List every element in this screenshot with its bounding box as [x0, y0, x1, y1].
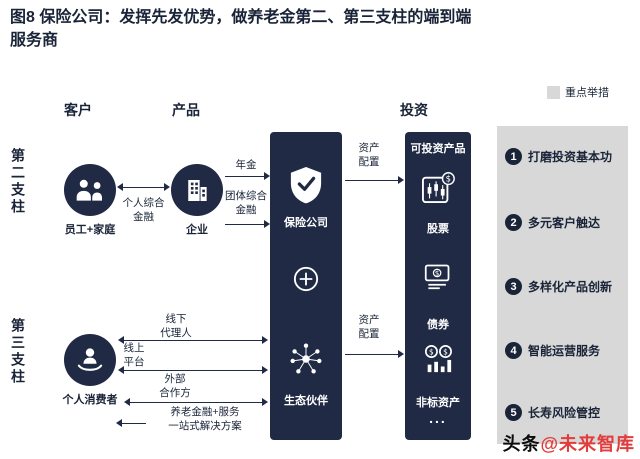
initiative-number-badge: 1 — [505, 148, 522, 165]
watermark-handle: @未来智库 — [540, 434, 635, 454]
flow-label-one-stop-solution: 养老金融+服务 一站式解决方案 — [168, 406, 242, 432]
investable-products-header: 可投资产品 — [410, 143, 466, 155]
svg-text:$: $ — [429, 347, 434, 356]
flow-label-annuity: 年金 — [235, 159, 257, 171]
initiative-number-badge: 3 — [505, 278, 522, 295]
node-label-consumer: 个人消费者 — [62, 394, 118, 406]
figure-title: 图8 保险公司：发挥先发优势，做养老金第二、第三支柱的端到端 服务商 — [10, 9, 472, 50]
watermark-source: 头条 — [502, 434, 541, 454]
node-label-more: ... — [429, 410, 447, 426]
node-label-ecosystem: 生态伙伴 — [284, 395, 328, 407]
arrow-one-stop-solution — [116, 419, 146, 428]
shield-icon — [290, 167, 322, 204]
panel-key-initiatives: 1 打磨投资基本功 2 多元客户触达 3 多样化产品创新 4 智能运营服务 5 … — [497, 126, 628, 444]
legend: 重点举措 — [547, 84, 609, 100]
initiative-item-5: 5 长寿风险管控 — [505, 404, 600, 421]
flow-label-offline-agent: 线下 代理人 — [160, 313, 192, 339]
people-icon — [76, 179, 102, 201]
panel-investable-products: 可投资产品 $ 股票 $ 债券 — [405, 132, 471, 440]
initiative-label: 智能运营服务 — [528, 344, 601, 358]
person-hand-icon — [77, 348, 103, 371]
node-label-stocks: 股票 — [427, 223, 449, 235]
initiative-label: 多元客户触达 — [528, 216, 601, 230]
flow-label-online-platform: 线上 平台 — [123, 342, 145, 368]
node-consumer — [64, 334, 116, 386]
node-label-insurer: 保险公司 — [284, 217, 328, 229]
node-employees-families — [64, 164, 116, 216]
initiative-item-2: 2 多元客户触达 — [505, 214, 600, 231]
initiative-number-badge: 4 — [505, 342, 522, 359]
arrow-asset-allocation-top — [345, 176, 404, 185]
plus-icon — [293, 266, 319, 292]
flow-label-group-finance: 团体综合 金融 — [225, 190, 267, 216]
flow-label-personal-finance: 个人综合 金融 — [122, 197, 165, 223]
coins-icon: $ $ — [424, 345, 452, 373]
node-label-nonstandard-assets: 非标资产 — [416, 397, 460, 409]
legend-label: 重点举措 — [565, 87, 609, 99]
arrow-personal-finance — [117, 183, 170, 192]
network-icon — [290, 343, 322, 374]
column-header-products: 产品 — [172, 102, 200, 118]
arrow-group-finance — [225, 220, 270, 229]
column-header-customers: 客户 — [64, 102, 92, 118]
initiative-number-badge: 2 — [505, 214, 522, 231]
arrow-online-platform — [118, 366, 268, 375]
initiative-label: 多样化产品创新 — [528, 280, 613, 294]
building-icon — [188, 179, 207, 201]
initiative-label: 打磨投资基本功 — [528, 150, 613, 164]
svg-text:$: $ — [446, 173, 451, 183]
column-header-investment: 投资 — [400, 102, 428, 118]
node-label-employees: 员工+家庭 — [64, 224, 116, 236]
svg-text:$: $ — [443, 347, 448, 356]
pillar-second-label: 第二支柱 — [10, 148, 26, 216]
arrow-external-partner — [124, 398, 268, 407]
bond-icon: $ — [424, 264, 450, 290]
svg-text:$: $ — [435, 270, 439, 278]
pillar-third-label: 第三支柱 — [10, 318, 26, 386]
initiative-item-4: 4 智能运营服务 — [505, 342, 600, 359]
node-label-bonds: 债券 — [427, 319, 449, 331]
initiative-item-1: 1 打磨投资基本功 — [505, 148, 612, 165]
panel-insurer: 保险公司 生态伙伴 — [270, 132, 342, 440]
watermark: 头条@未来智库 — [502, 430, 635, 456]
initiative-label: 长寿风险管控 — [528, 406, 601, 420]
initiative-item-3: 3 多样化产品创新 — [505, 278, 612, 295]
node-enterprise — [171, 164, 223, 216]
initiative-number-badge: 5 — [505, 404, 522, 421]
stock-chart-icon: $ — [422, 172, 455, 204]
legend-swatch — [547, 85, 560, 99]
flow-label-external-partner: 外部 合作方 — [159, 373, 191, 399]
arrow-annuity — [225, 172, 270, 181]
node-label-enterprise: 企业 — [186, 224, 208, 236]
arrow-asset-allocation-bottom — [345, 350, 404, 359]
flow-label-asset-allocation-bottom: 资产 配置 — [358, 314, 380, 340]
flow-label-asset-allocation-top: 资产 配置 — [358, 142, 380, 168]
arrow-offline-agent — [118, 336, 268, 345]
